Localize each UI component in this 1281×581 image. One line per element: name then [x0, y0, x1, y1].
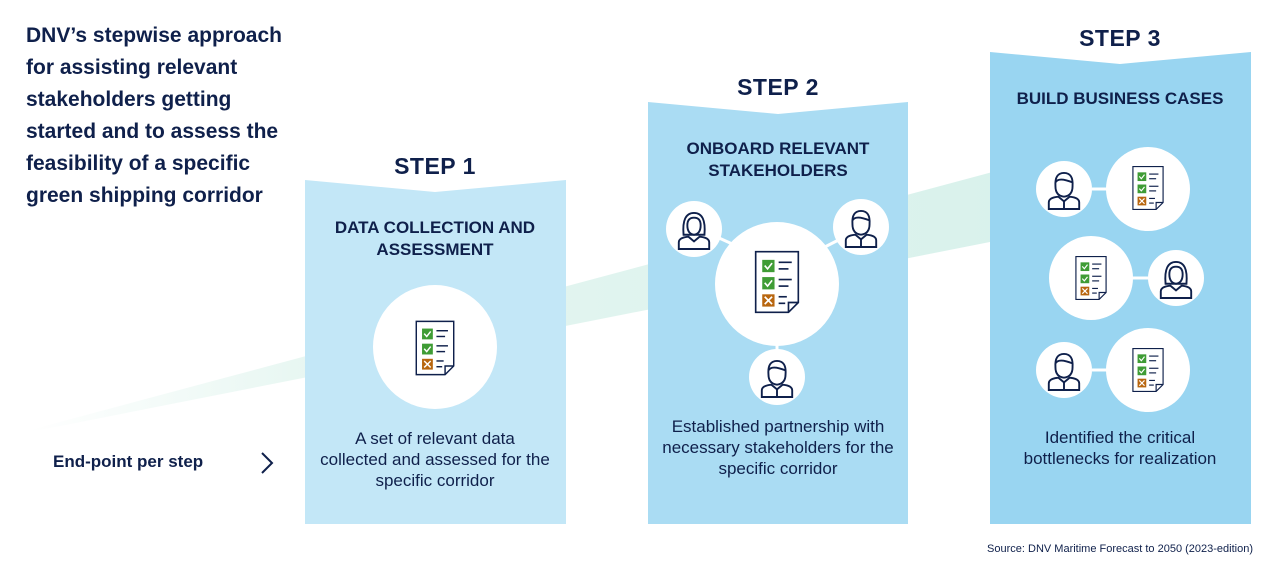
source-note: Source: DNV Maritime Forecast to 2050 (2…	[987, 543, 1253, 555]
step-1-checklist-icon	[373, 285, 497, 409]
step-3-title: STEP 3	[1079, 25, 1161, 51]
step-3-description: Identified the critical bottlenecks for …	[1023, 428, 1217, 468]
step-2-stakeholder-network-icon	[666, 199, 889, 405]
step-3-business-case-icons	[1036, 147, 1204, 412]
step-3-heading: BUILD BUSINESS CASES	[1016, 89, 1224, 108]
endpoint-label: End-point per step	[53, 452, 204, 471]
step-1-description: A set of relevant data collected and ass…	[320, 429, 550, 490]
intro-text: DNV’s stepwise approach for assisting re…	[26, 24, 282, 207]
step-1-title: STEP 1	[394, 153, 476, 179]
step-2-heading: ONBOARD RELEVANT STAKEHOLDERS	[686, 139, 870, 180]
step-1-heading: DATA COLLECTION AND ASSESSMENT	[334, 218, 536, 259]
step-2-title: STEP 2	[737, 74, 819, 100]
chevron-right-icon	[261, 452, 274, 474]
step-2-description: Established partnership with necessary s…	[662, 417, 894, 478]
